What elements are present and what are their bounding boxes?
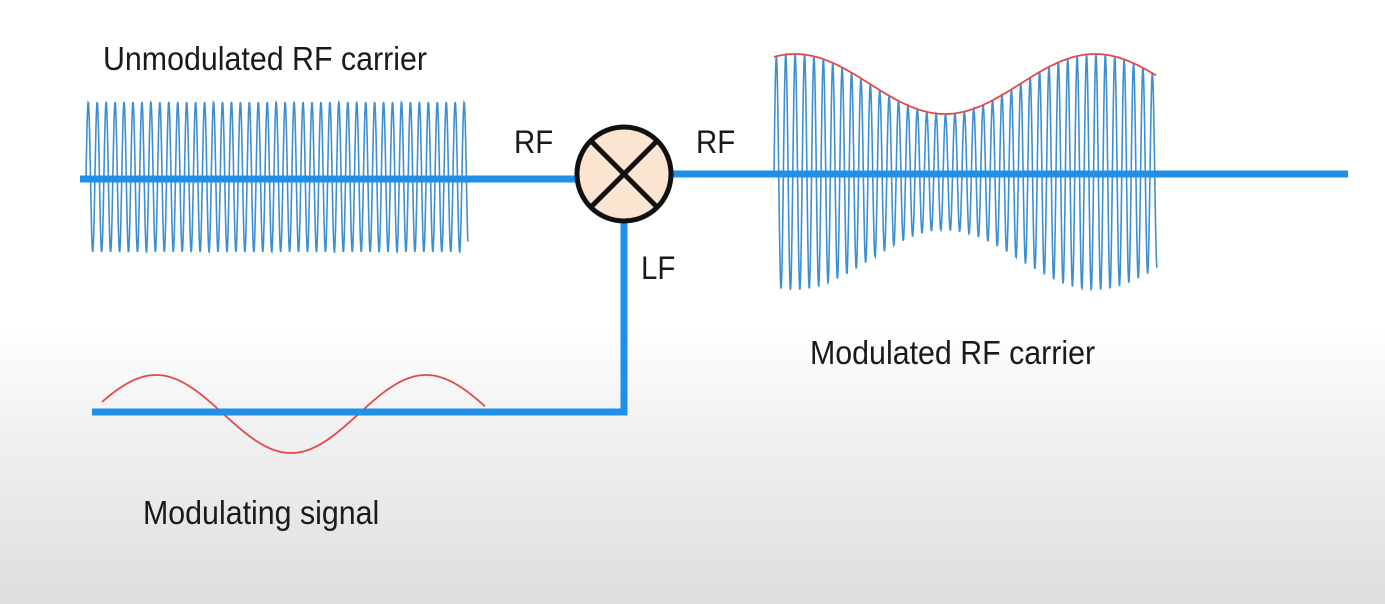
modulation-envelope: [773, 53, 1157, 115]
modulating-signal-wave: [101, 374, 486, 454]
modulating-signal-label: Modulating signal: [143, 494, 380, 531]
lf-input-line: [92, 221, 628, 416]
unmodulated-carrier-label: Unmodulated RF carrier: [103, 40, 427, 77]
rf-input-label: RF: [514, 124, 554, 160]
modulated-carrier-wave: [773, 52, 1158, 292]
unmodulated-carrier-wave: [85, 100, 469, 254]
modulated-carrier-label: Modulated RF carrier: [810, 334, 1096, 371]
mixer-multiply-icon: [574, 124, 674, 224]
rf-output-label: RF: [696, 124, 736, 160]
lf-label: LF: [641, 250, 676, 286]
